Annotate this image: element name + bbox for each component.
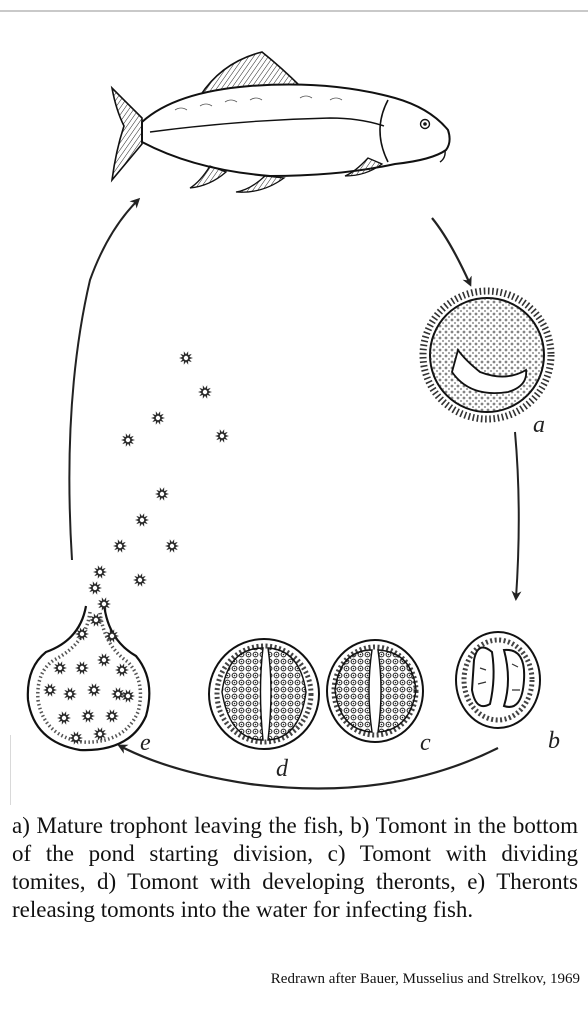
- theront-core: [126, 694, 130, 698]
- theront-core: [86, 714, 90, 718]
- label-c: c: [420, 730, 431, 756]
- theront-core: [118, 544, 122, 548]
- theront-core: [92, 688, 96, 692]
- stage-b-tomont: [456, 632, 540, 728]
- theront-core: [140, 518, 144, 522]
- theront-core: [58, 666, 62, 670]
- theront-core: [116, 692, 120, 696]
- theront-core: [98, 732, 102, 736]
- stage-c-tomont: [327, 640, 423, 742]
- theront-core: [220, 434, 224, 438]
- label-b: b: [548, 728, 560, 754]
- figure-credit: Redrawn after Bauer, Musselius and Strel…: [271, 971, 580, 988]
- theront-core: [170, 544, 174, 548]
- theront-core: [138, 578, 142, 582]
- life-cycle-diagram: a b c d e: [0, 0, 588, 800]
- theront-core: [156, 416, 160, 420]
- theront-core: [120, 668, 124, 672]
- theront-core: [98, 570, 102, 574]
- label-a: a: [533, 412, 545, 438]
- theront-core: [80, 666, 84, 670]
- arrow-b-to-e: [120, 746, 498, 789]
- theront-core: [203, 390, 207, 394]
- theront-core: [184, 356, 188, 360]
- arrow-e-to-fish: [69, 200, 138, 560]
- fish-anal-fin: [190, 166, 226, 188]
- theront-core: [110, 634, 114, 638]
- theront-core: [68, 692, 72, 696]
- theront-core: [48, 688, 52, 692]
- theront-core: [94, 618, 98, 622]
- stage-e-release: [28, 604, 150, 750]
- fish-tail: [112, 88, 142, 180]
- theront-core: [102, 602, 106, 606]
- label-d: d: [276, 756, 289, 782]
- arrow-a-to-b: [515, 432, 519, 598]
- release-sac: [28, 604, 150, 750]
- theront-core: [74, 736, 78, 740]
- theront-core: [160, 492, 164, 496]
- theront-core: [93, 586, 97, 590]
- theront-core: [126, 438, 130, 442]
- figure-caption: a) Mature trophont leaving the fish, b) …: [12, 812, 578, 924]
- fish-body: [142, 85, 450, 177]
- theront-core: [80, 632, 84, 636]
- fish-pelvic-fin: [236, 176, 284, 192]
- stage-a-trophont: [423, 291, 551, 419]
- arrow-fish-to-a: [432, 218, 470, 284]
- fish-illustration: [112, 52, 450, 192]
- theront-core: [102, 658, 106, 662]
- stage-d-tomont: [209, 639, 319, 749]
- theront-core: [62, 716, 66, 720]
- label-e: e: [140, 730, 151, 756]
- theront-core: [110, 714, 114, 718]
